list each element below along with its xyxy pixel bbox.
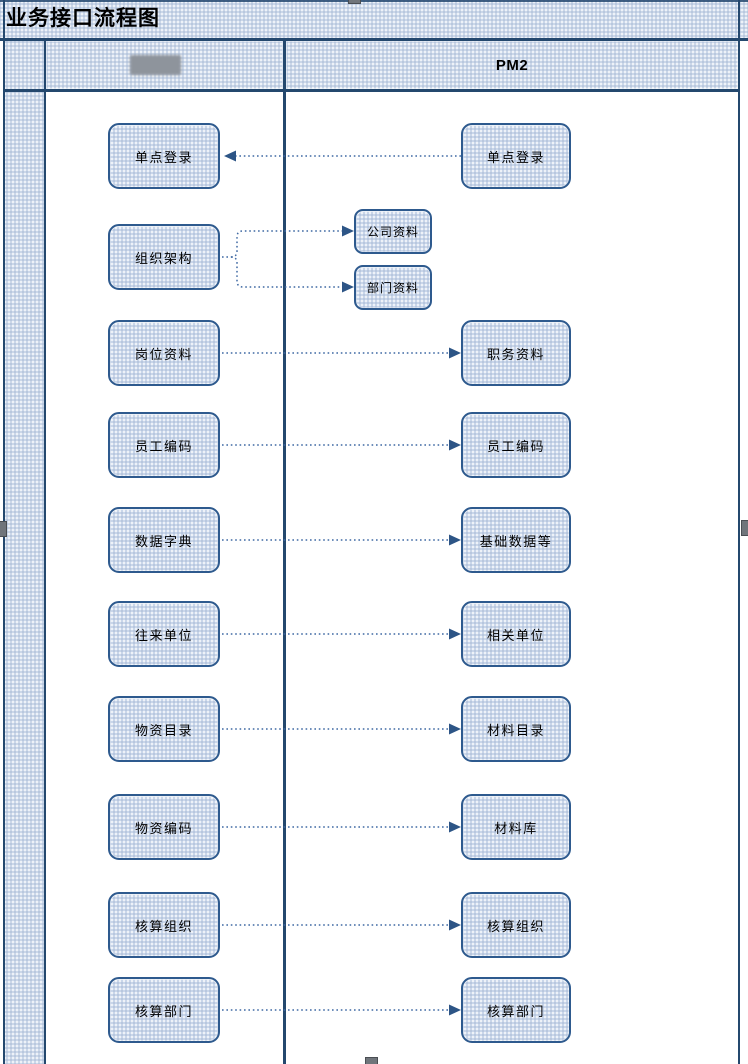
flow-node-left[interactable]: 组织架构 xyxy=(108,224,220,290)
lane-label-pm2: PM2 xyxy=(495,56,529,74)
flow-node-left[interactable]: 往来单位 xyxy=(108,601,220,667)
flow-node-right[interactable]: 基础数据等 xyxy=(461,507,571,573)
side-column-border xyxy=(44,41,46,1064)
flow-node-left[interactable]: 核算组织 xyxy=(108,892,220,958)
flow-node-left[interactable]: 单点登录 xyxy=(108,123,220,189)
selection-handle-left[interactable] xyxy=(0,521,7,537)
selection-handle-top[interactable] xyxy=(348,0,361,4)
flow-node-right[interactable]: 相关单位 xyxy=(461,601,571,667)
title-bottom-border xyxy=(0,38,748,41)
flow-node-left[interactable]: 数据字典 xyxy=(108,507,220,573)
flow-node-right[interactable]: 材料目录 xyxy=(461,696,571,762)
flow-node-right[interactable]: 材料库 xyxy=(461,794,571,860)
flow-node-left[interactable]: 物资编码 xyxy=(108,794,220,860)
flow-node-right[interactable]: 单点登录 xyxy=(461,123,571,189)
frame-right-border xyxy=(738,0,740,1064)
lane-label-redacted xyxy=(130,55,181,75)
frame-top-border xyxy=(0,0,748,2)
flow-node-left[interactable]: 物资目录 xyxy=(108,696,220,762)
title-band: 业务接口流程图 xyxy=(0,0,748,38)
flow-node-right[interactable]: 职务资料 xyxy=(461,320,571,386)
selection-handle-bottom[interactable] xyxy=(365,1057,378,1064)
flow-node-right[interactable]: 核算组织 xyxy=(461,892,571,958)
flow-node-left[interactable]: 岗位资料 xyxy=(108,320,220,386)
flow-node-right[interactable]: 核算部门 xyxy=(461,977,571,1043)
lane-header-left[interactable] xyxy=(46,41,283,89)
selection-handle-right[interactable] xyxy=(741,520,748,536)
lane-divider xyxy=(283,41,286,1064)
flow-node-right[interactable]: 员工编码 xyxy=(461,412,571,478)
flow-node-left[interactable]: 核算部门 xyxy=(108,977,220,1043)
flow-node-branch[interactable]: 部门资料 xyxy=(354,265,432,310)
lane-header-right[interactable]: PM2 xyxy=(286,41,738,89)
flow-node-branch[interactable]: 公司资料 xyxy=(354,209,432,254)
flow-node-left[interactable]: 员工编码 xyxy=(108,412,220,478)
lane-side-column xyxy=(3,92,46,1064)
lane-header-band xyxy=(3,38,740,92)
header-bottom-border xyxy=(3,89,740,92)
page-title: 业务接口流程图 xyxy=(6,7,160,30)
